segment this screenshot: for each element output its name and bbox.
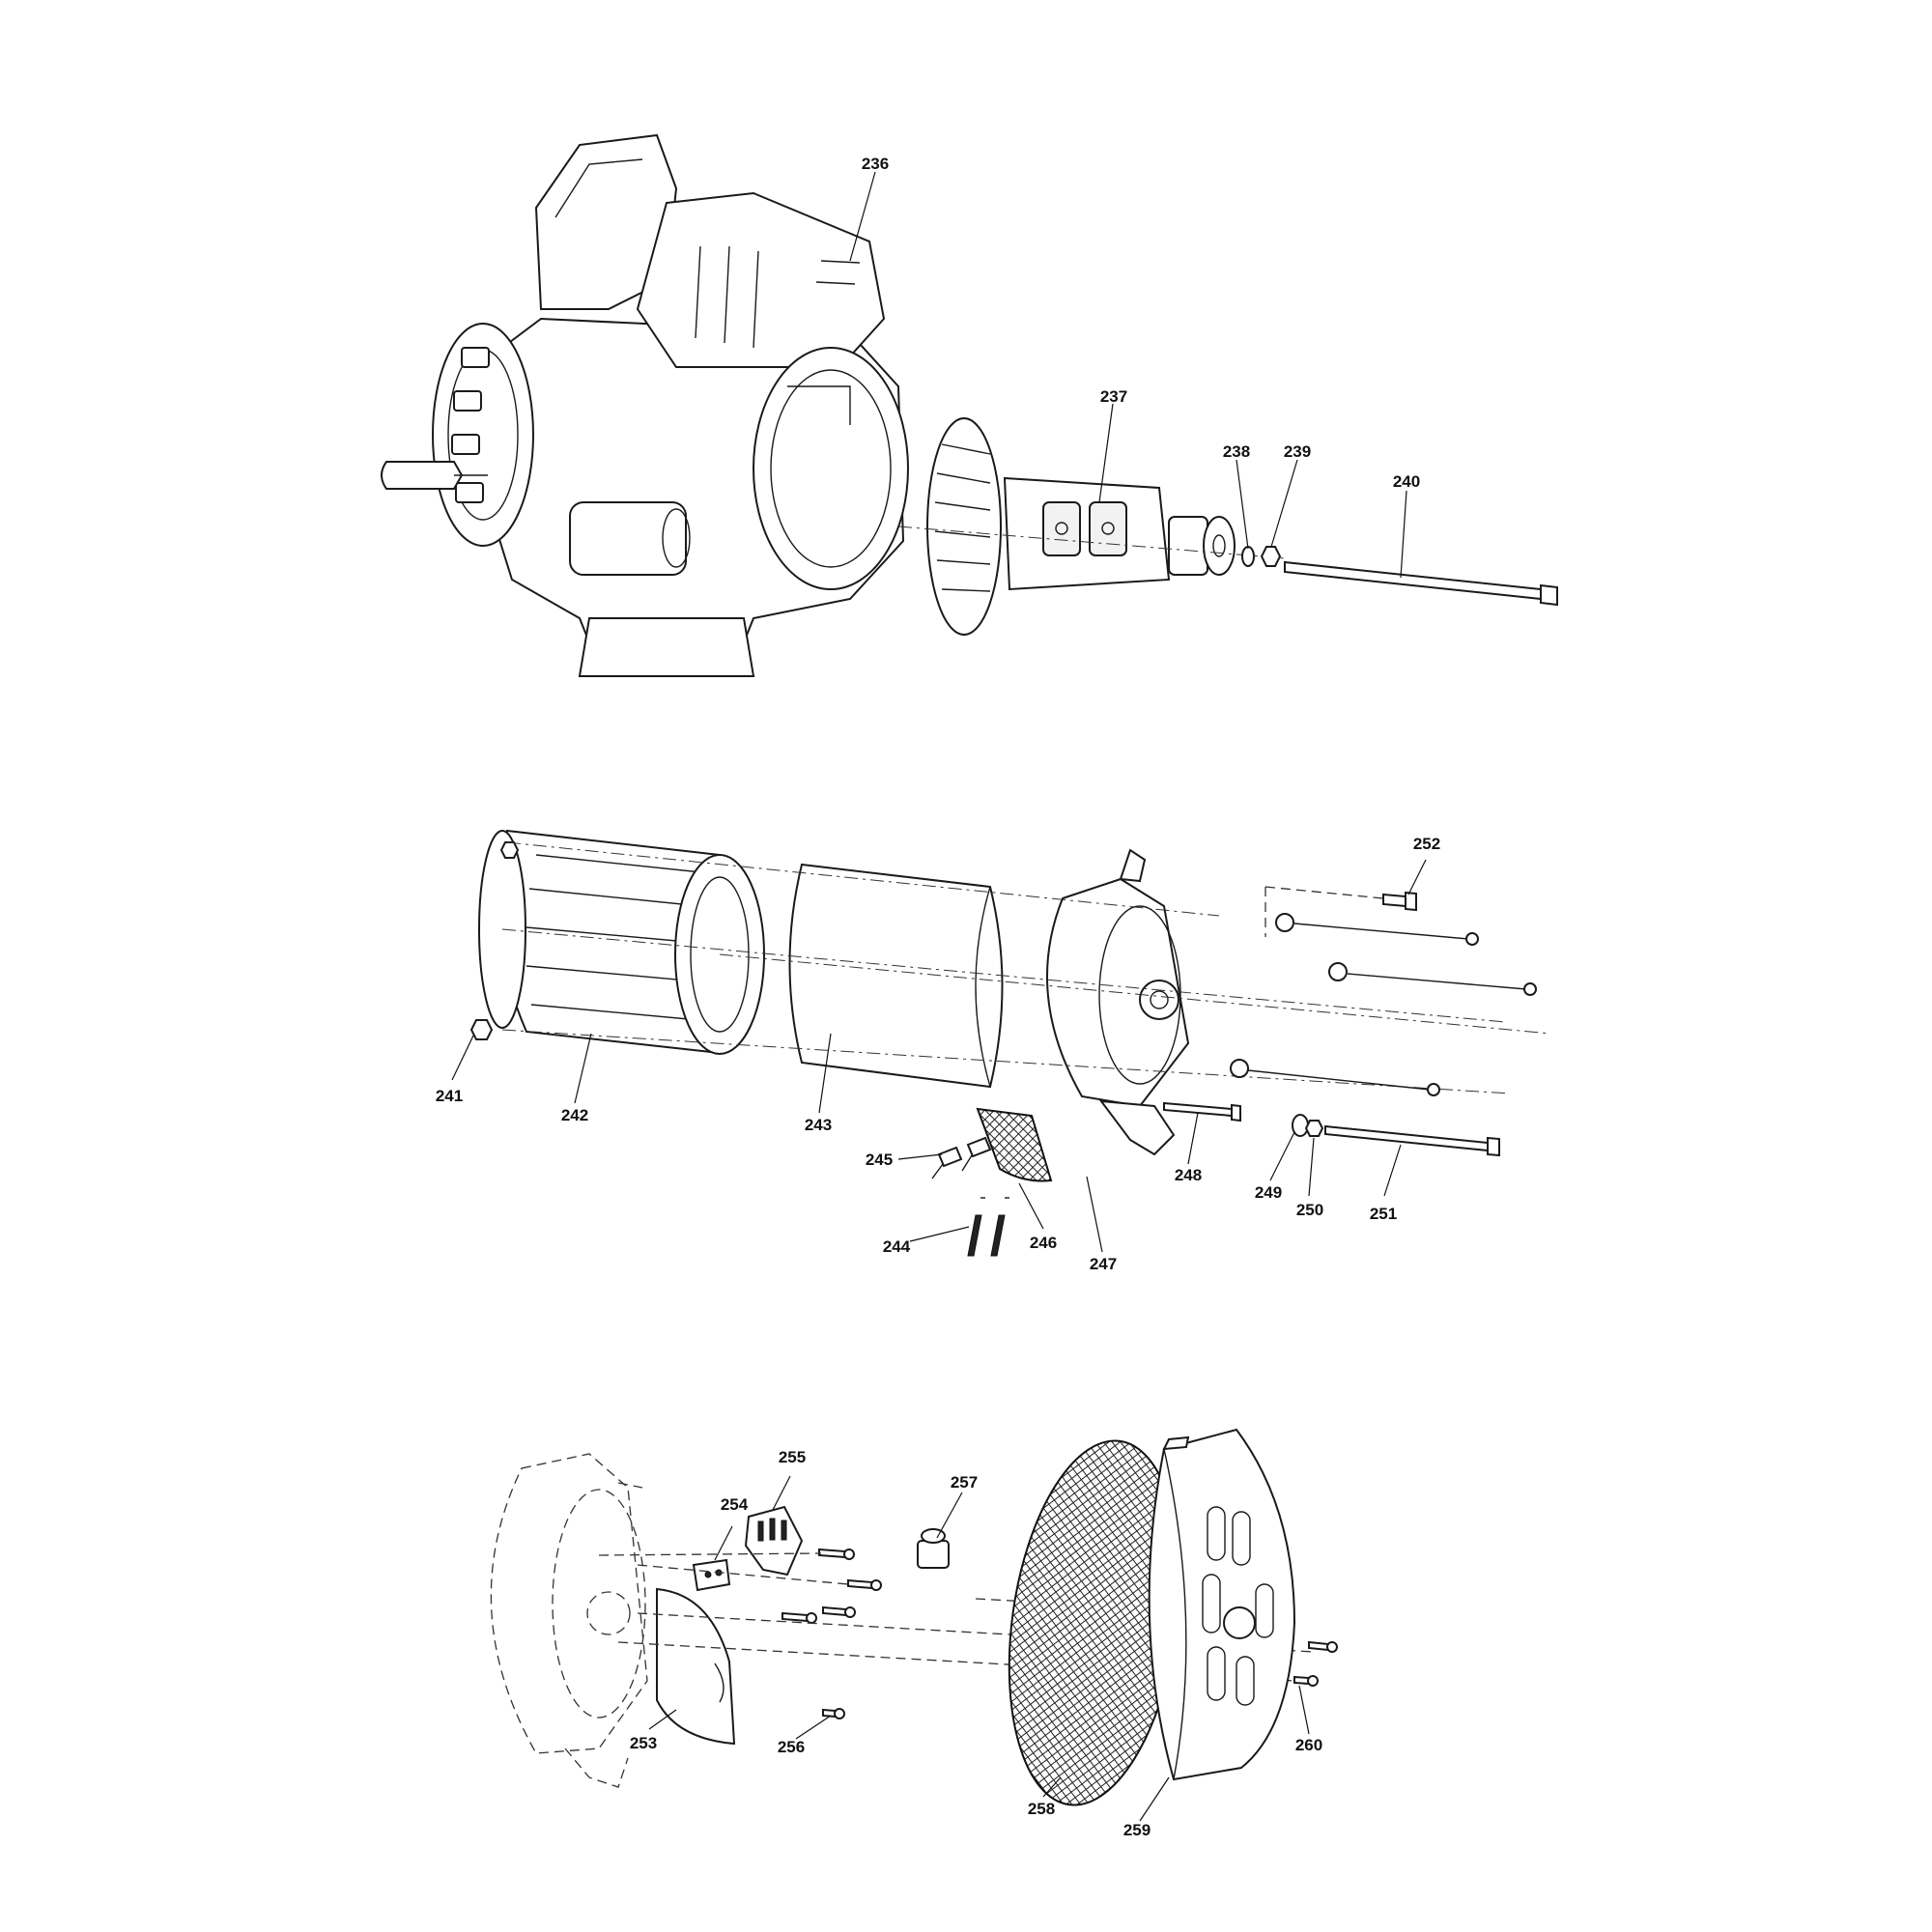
screw-252 <box>1264 886 1417 937</box>
connector-257 <box>917 1528 950 1569</box>
washer-238 <box>1241 546 1255 567</box>
rotor-assembly <box>897 417 1286 636</box>
cover-sleeve-243 <box>788 863 1004 1089</box>
bolt-248 <box>1163 1101 1241 1122</box>
nut-241 <box>469 841 520 1040</box>
part-labels: 236 237 238 239 240 241 242 243 244 245 … <box>436 155 1440 1839</box>
washer-249 <box>1292 1114 1309 1137</box>
label-256: 256 <box>778 1738 805 1756</box>
bolt-set-end-bell <box>1230 913 1537 1096</box>
label-248: 248 <box>1175 1166 1202 1184</box>
label-258: 258 <box>1028 1800 1055 1818</box>
label-252: 252 <box>1413 835 1440 853</box>
label-246: 246 <box>1030 1234 1057 1252</box>
label-260: 260 <box>1295 1736 1322 1754</box>
through-bolt-240 <box>1284 560 1558 607</box>
label-255: 255 <box>779 1448 806 1466</box>
pins-244 <box>967 1197 1009 1257</box>
alignment-lines-section-2 <box>501 841 1551 1094</box>
leader-lines-section-1 <box>849 171 1407 579</box>
cover-253 <box>656 1587 736 1746</box>
regulator-255 <box>744 1505 804 1577</box>
label-245: 245 <box>866 1151 893 1169</box>
screws-section-3 <box>781 1548 1338 1719</box>
label-239: 239 <box>1284 442 1311 461</box>
label-244: 244 <box>883 1237 911 1256</box>
brush-parts-245 <box>931 1136 992 1179</box>
label-236: 236 <box>862 155 889 173</box>
leader-lines-section-2 <box>451 859 1427 1253</box>
through-bolt-251 <box>1324 1124 1500 1157</box>
label-247: 247 <box>1090 1255 1117 1273</box>
brush-holder-254 <box>692 1558 731 1592</box>
label-253: 253 <box>630 1734 657 1752</box>
label-250: 250 <box>1296 1201 1323 1219</box>
engine-assembly <box>381 133 909 677</box>
label-243: 243 <box>805 1116 832 1134</box>
mesh-screen-246 <box>976 1107 1053 1182</box>
leader-lines-section-3 <box>648 1475 1310 1822</box>
label-240: 240 <box>1393 472 1420 491</box>
label-251: 251 <box>1370 1205 1397 1223</box>
end-bell-reference-dashed <box>490 1453 648 1788</box>
label-249: 249 <box>1255 1183 1282 1202</box>
label-242: 242 <box>561 1106 588 1124</box>
label-259: 259 <box>1123 1821 1151 1839</box>
label-241: 241 <box>436 1087 463 1105</box>
rear-cover-259 <box>1148 1428 1296 1781</box>
label-254: 254 <box>721 1495 749 1514</box>
label-238: 238 <box>1223 442 1250 461</box>
nut-239 <box>1260 546 1282 567</box>
label-237: 237 <box>1100 387 1127 406</box>
nut-250 <box>1304 1120 1324 1137</box>
label-257: 257 <box>951 1473 978 1492</box>
